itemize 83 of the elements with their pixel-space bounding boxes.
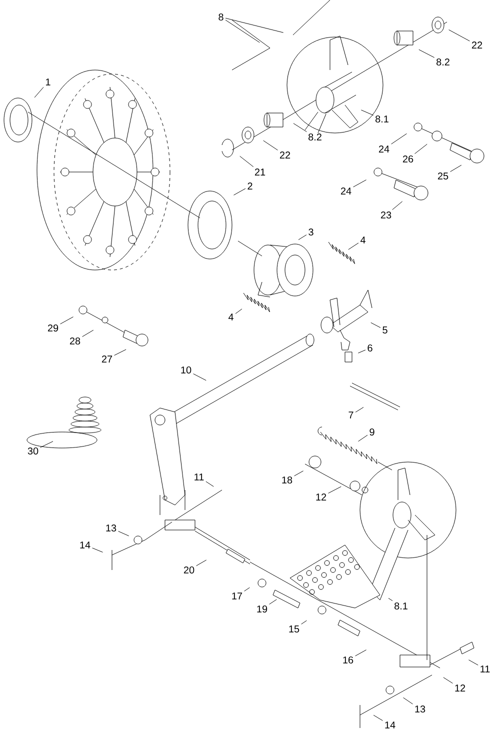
callout-number: 22: [472, 42, 482, 48]
leader-line: [403, 697, 413, 704]
callout-number: 10: [181, 366, 192, 374]
callout-number: 14: [80, 542, 90, 548]
callout-number: 13: [415, 705, 426, 713]
callout-number: 9: [370, 428, 374, 436]
callout-number: 12: [316, 494, 326, 500]
leader-line: [206, 481, 214, 487]
leader-line: [373, 714, 383, 721]
callout-number: 5: [382, 326, 388, 334]
callout-number: 6: [368, 344, 372, 352]
leader-line: [92, 548, 103, 552]
leader-line: [298, 234, 307, 240]
leader-line: [468, 660, 478, 666]
callout-number: 30: [28, 447, 38, 455]
leader-line: [450, 164, 462, 172]
callout-number: 27: [102, 356, 112, 362]
leader-line: [358, 434, 368, 442]
callout-number: 17: [232, 592, 242, 600]
callout-number: 13: [106, 524, 116, 532]
callout-number: 23: [380, 211, 392, 219]
callout-number: 11: [480, 666, 490, 672]
callout-number: 21: [254, 168, 266, 176]
callout-number: 8.1: [376, 115, 388, 123]
callout-number: 19: [257, 605, 268, 613]
leader-line: [328, 486, 342, 494]
callout-number: 11: [194, 474, 204, 480]
leader-line: [244, 587, 250, 592]
leader-line: [269, 599, 277, 604]
callout-number: 1: [46, 78, 50, 86]
leader-line: [353, 180, 366, 188]
callout-number: 22: [280, 152, 290, 158]
leader-line: [40, 441, 54, 448]
leader-line: [235, 308, 242, 314]
leader-line: [348, 242, 359, 250]
callout-number: 25: [438, 172, 448, 180]
leader-line: [114, 349, 126, 356]
callout-number: 8: [218, 13, 224, 21]
callout-number: 28: [70, 337, 80, 345]
leader-line: [301, 620, 307, 624]
callout-number: 16: [343, 656, 354, 664]
callout-number: 26: [402, 155, 414, 163]
callout-number: 15: [289, 626, 300, 632]
leader-line: [294, 470, 304, 476]
callout-number: 24: [340, 188, 352, 194]
leader-line: [414, 144, 428, 154]
callout-number: 12: [455, 684, 466, 692]
leader-line: [388, 598, 393, 601]
leader-line: [355, 407, 364, 412]
leader-line: [196, 560, 207, 566]
leader-line: [355, 650, 366, 656]
leader-line: [34, 86, 44, 98]
leader-line: [225, 18, 284, 33]
callout-number: 20: [184, 566, 194, 574]
leader-line: [370, 322, 381, 328]
callout-number: 29: [48, 324, 58, 332]
leader-line: [60, 316, 74, 324]
leader-line: [418, 49, 435, 58]
leader-line: [392, 201, 403, 210]
callout-number: 8.1: [394, 602, 408, 610]
callout-number: 4: [360, 236, 366, 244]
callout-number: 18: [282, 476, 292, 484]
leader-line: [358, 350, 366, 354]
callout-number: 24: [378, 146, 390, 152]
callout-number: 2: [248, 182, 252, 190]
leader-line: [240, 156, 254, 168]
callout-number: 14: [385, 722, 396, 728]
callout-number: 7: [348, 412, 354, 418]
callout-number: 8.2: [308, 133, 322, 141]
leader-line: [360, 110, 374, 116]
callout-number: 8.2: [436, 58, 450, 66]
leader-line: [263, 140, 278, 150]
leader-line: [193, 374, 206, 381]
leader-line: [293, 123, 307, 132]
leader-line: [118, 530, 130, 536]
leader-line: [448, 30, 470, 42]
leader-line: [391, 133, 407, 144]
leader-line: [443, 677, 453, 684]
leader-line: [233, 188, 246, 196]
leader-line: [225, 20, 260, 43]
leader-line: [82, 330, 94, 337]
callout-number: 3: [308, 228, 314, 236]
callout-number: 4: [228, 314, 234, 320]
